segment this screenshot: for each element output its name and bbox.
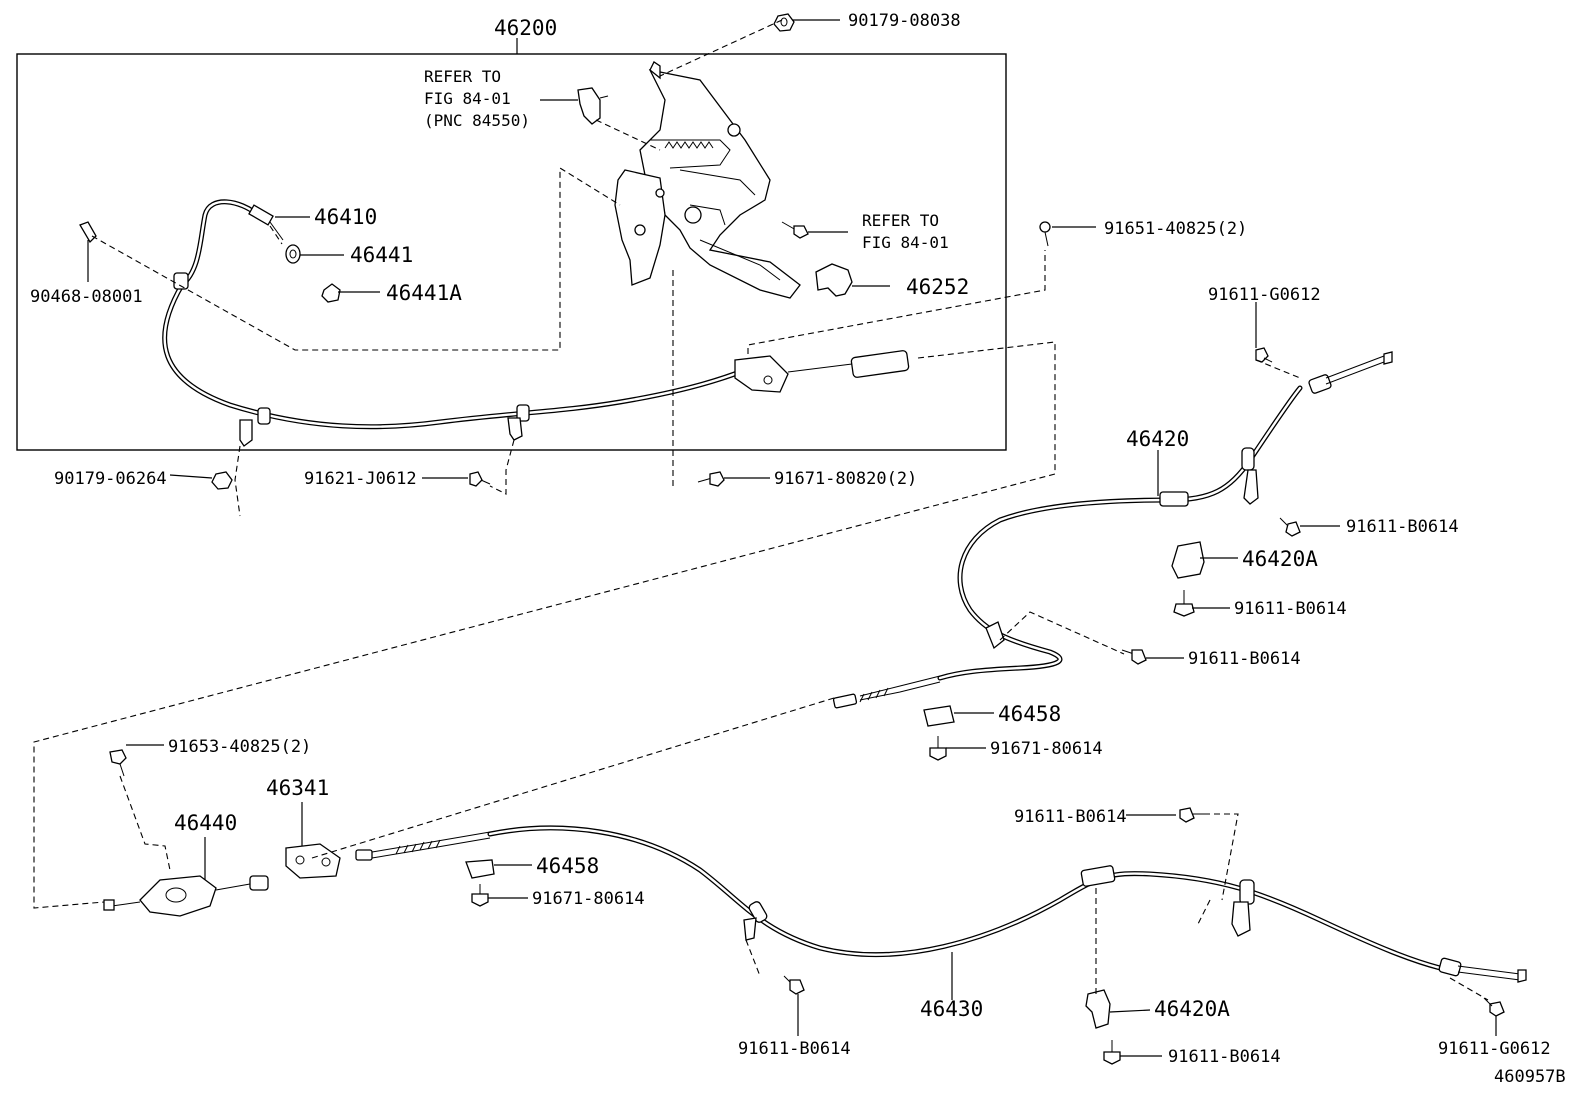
pedal-assembly	[614, 61, 801, 299]
equalizer-46440	[103, 875, 269, 917]
leader-lines	[87, 19, 1497, 1057]
label-46410: 46410	[314, 205, 377, 229]
nut-90179-06264	[211, 471, 233, 490]
bolt-91611-G0612-top	[1255, 347, 1273, 363]
label-91671-80614-top: 91671-80614	[990, 739, 1103, 759]
label-91611-B0614-a: 91611-B0614	[1346, 517, 1459, 537]
label-46440: 46440	[174, 811, 237, 835]
label-91611-G0612-top: 91611-G0612	[1208, 285, 1321, 305]
refer-pedal-line1: REFER TO	[424, 67, 501, 86]
bolt-91611-G0612-bottom	[1483, 997, 1505, 1017]
label-91671-80614-bottom: 91671-80614	[532, 889, 645, 909]
nut-90179-08038	[773, 13, 795, 32]
bolt-91671-80614-top	[929, 736, 947, 761]
bolt-91651-40825	[1039, 221, 1051, 247]
label-90179-08038: 90179-08038	[848, 11, 961, 31]
bolt-91653-40825	[109, 749, 127, 777]
clip-90468-08001	[79, 221, 97, 244]
label-91611-B0614-d: 91611-B0614	[738, 1039, 851, 1059]
refer-bolt-line2: FIG 84-01	[862, 233, 949, 252]
clamp-46458-bottom	[465, 859, 495, 879]
bolt-91671-80820	[697, 471, 725, 487]
bolt-91611-B0614-d	[783, 975, 805, 995]
bracket-46420A-bottom	[1085, 989, 1111, 1029]
bolt-91621-J0612	[469, 471, 491, 487]
label-91611-G0612-bottom: 91611-G0612	[1438, 1039, 1551, 1059]
label-46341: 46341	[266, 776, 329, 800]
label-46430: 46430	[920, 997, 983, 1021]
bolt-91671-80614-bottom	[471, 884, 489, 907]
cable-46430	[355, 825, 1527, 983]
connector-refer-fig	[577, 87, 609, 125]
part-46441A	[321, 283, 341, 303]
refer-pedal-line2: FIG 84-01	[424, 89, 511, 108]
label-46441: 46441	[350, 243, 413, 267]
label-91621-J0612: 91621-J0612	[304, 469, 417, 489]
label-46420A-bottom: 46420A	[1154, 997, 1230, 1021]
bolt-91611-B0614-e	[1179, 807, 1204, 823]
label-91671-80820: 91671-80820(2)	[774, 469, 917, 489]
label-46252: 46252	[906, 275, 969, 299]
bolt-91611-B0614-a	[1279, 517, 1301, 537]
label-91611-B0614-e: 91611-B0614	[1014, 807, 1127, 827]
bolt-refer-fig	[781, 221, 809, 239]
bolt-91611-B0614-f	[1103, 1040, 1121, 1065]
label-91611-B0614-b: 91611-B0614	[1234, 599, 1347, 619]
label-46420: 46420	[1126, 427, 1189, 451]
bolt-91611-B0614-b	[1173, 590, 1195, 617]
dashed-leaders	[33, 19, 1489, 1001]
label-91653-40825: 91653-40825(2)	[168, 737, 311, 757]
label-46458-top: 46458	[998, 702, 1061, 726]
label-91611-B0614-f: 91611-B0614	[1168, 1047, 1281, 1067]
label-46200: 46200	[494, 16, 557, 40]
label-46441A: 46441A	[386, 281, 462, 305]
label-46420A-top: 46420A	[1242, 547, 1318, 571]
label-91651-40825: 91651-40825(2)	[1104, 219, 1247, 239]
refer-bolt-line1: REFER TO	[862, 211, 939, 230]
label-46458-bottom: 46458	[536, 854, 599, 878]
cable-46410	[162, 199, 910, 447]
part-46441	[285, 244, 301, 264]
bolt-91611-B0614-c	[1121, 649, 1147, 665]
bracket-46341	[285, 843, 341, 879]
label-90179-06264: 90179-06264	[54, 469, 167, 489]
clamp-46458-top	[923, 705, 955, 727]
part-46252	[815, 263, 853, 297]
label-91611-B0614-c: 91611-B0614	[1188, 649, 1301, 669]
label-90468-08001: 90468-08001	[30, 287, 143, 307]
diagram-id: 460957B	[1494, 1067, 1566, 1087]
cable-46420	[832, 351, 1393, 709]
refer-pedal-line3: (PNC 84550)	[424, 111, 530, 130]
bracket-46420A-top	[1171, 541, 1205, 579]
